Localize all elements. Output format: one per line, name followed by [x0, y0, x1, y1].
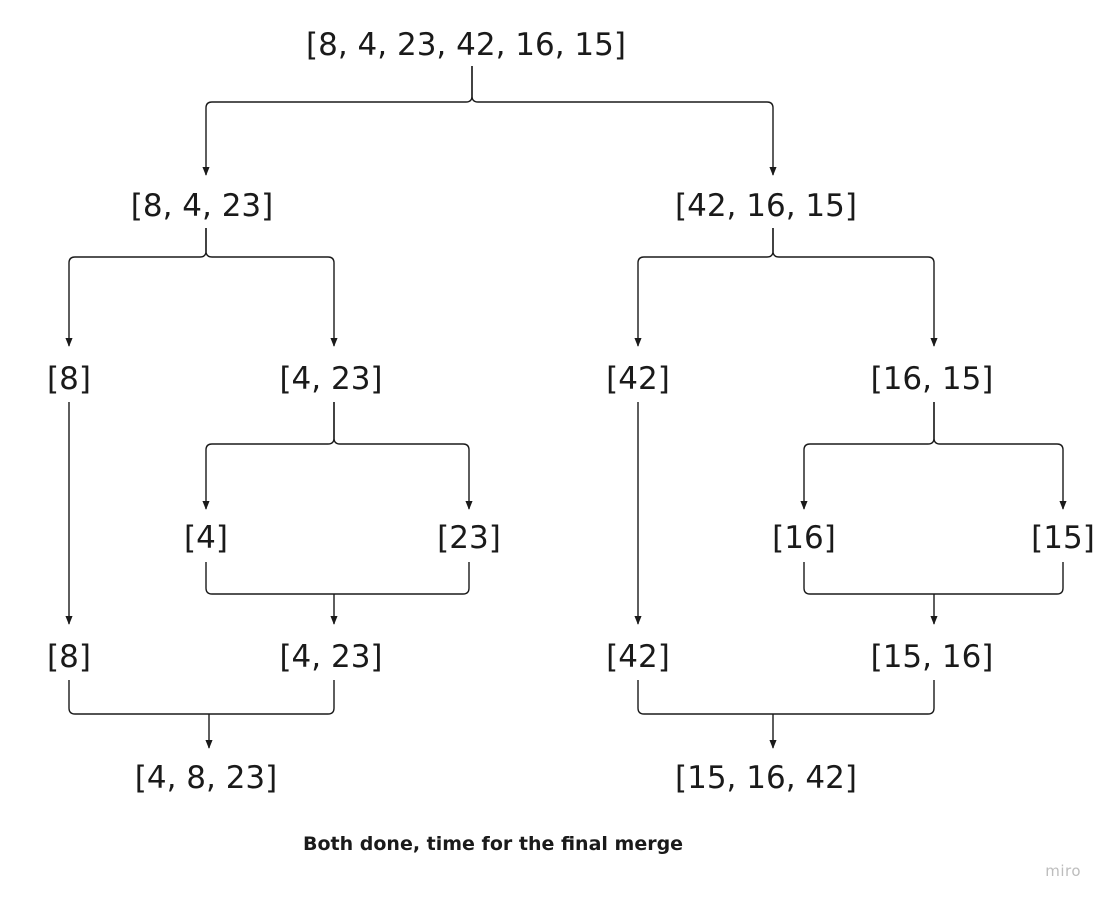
- node-right-pair-16-15: [16, 15]: [871, 361, 994, 397]
- node-merged-4-23: [4, 23]: [279, 639, 382, 675]
- miro-watermark: miro: [1045, 862, 1081, 880]
- node-merged-42: [42]: [606, 639, 670, 675]
- node-left-half: [8, 4, 23]: [131, 188, 274, 224]
- node-merged-8: [8]: [47, 639, 91, 675]
- connector-left-half-to-8: [65, 228, 207, 347]
- connector-right-half-to-42: [634, 228, 774, 347]
- connector-merge-left-pair: [68, 680, 335, 715]
- connector-merge-4-and-23: [205, 562, 470, 595]
- connector-merge-right-pair: [637, 680, 935, 715]
- node-leaf-15: [15]: [1031, 520, 1095, 556]
- node-right-half: [42, 16, 15]: [675, 188, 857, 224]
- node-root: [8, 4, 23, 42, 16, 15]: [306, 27, 626, 63]
- connector-4-23-to-23: [333, 402, 473, 510]
- connector-4-23-to-4: [202, 402, 335, 510]
- connector-right-half-to-16-15: [772, 228, 938, 347]
- node-merged-right: [15, 16, 42]: [675, 760, 857, 796]
- node-labels: [8, 4, 23, 42, 16, 15] [8, 4, 23] [42, 1…: [47, 27, 1095, 796]
- node-leaf-23: [23]: [437, 520, 501, 556]
- node-merged-15-16: [15, 16]: [871, 639, 994, 675]
- node-leaf-16: [16]: [772, 520, 836, 556]
- node-leaf-4: [4]: [184, 520, 228, 556]
- connector-merge-16-and-15: [803, 562, 1064, 595]
- node-left-pair-4-23: [4, 23]: [279, 361, 382, 397]
- diagram-caption: Both done, time for the final merge: [303, 833, 684, 855]
- connector-root-to-right-half: [471, 66, 777, 176]
- connector-root-to-left-half: [202, 66, 473, 176]
- connector-16-15-to-15: [933, 402, 1067, 510]
- merge-connectors: [68, 562, 1064, 749]
- node-left-single-8: [8]: [47, 361, 91, 397]
- split-connectors: [65, 66, 1067, 625]
- node-right-single-42: [42]: [606, 361, 670, 397]
- connector-left-half-to-4-23: [205, 228, 338, 347]
- connector-16-15-to-16: [800, 402, 935, 510]
- node-merged-left: [4, 8, 23]: [135, 760, 278, 796]
